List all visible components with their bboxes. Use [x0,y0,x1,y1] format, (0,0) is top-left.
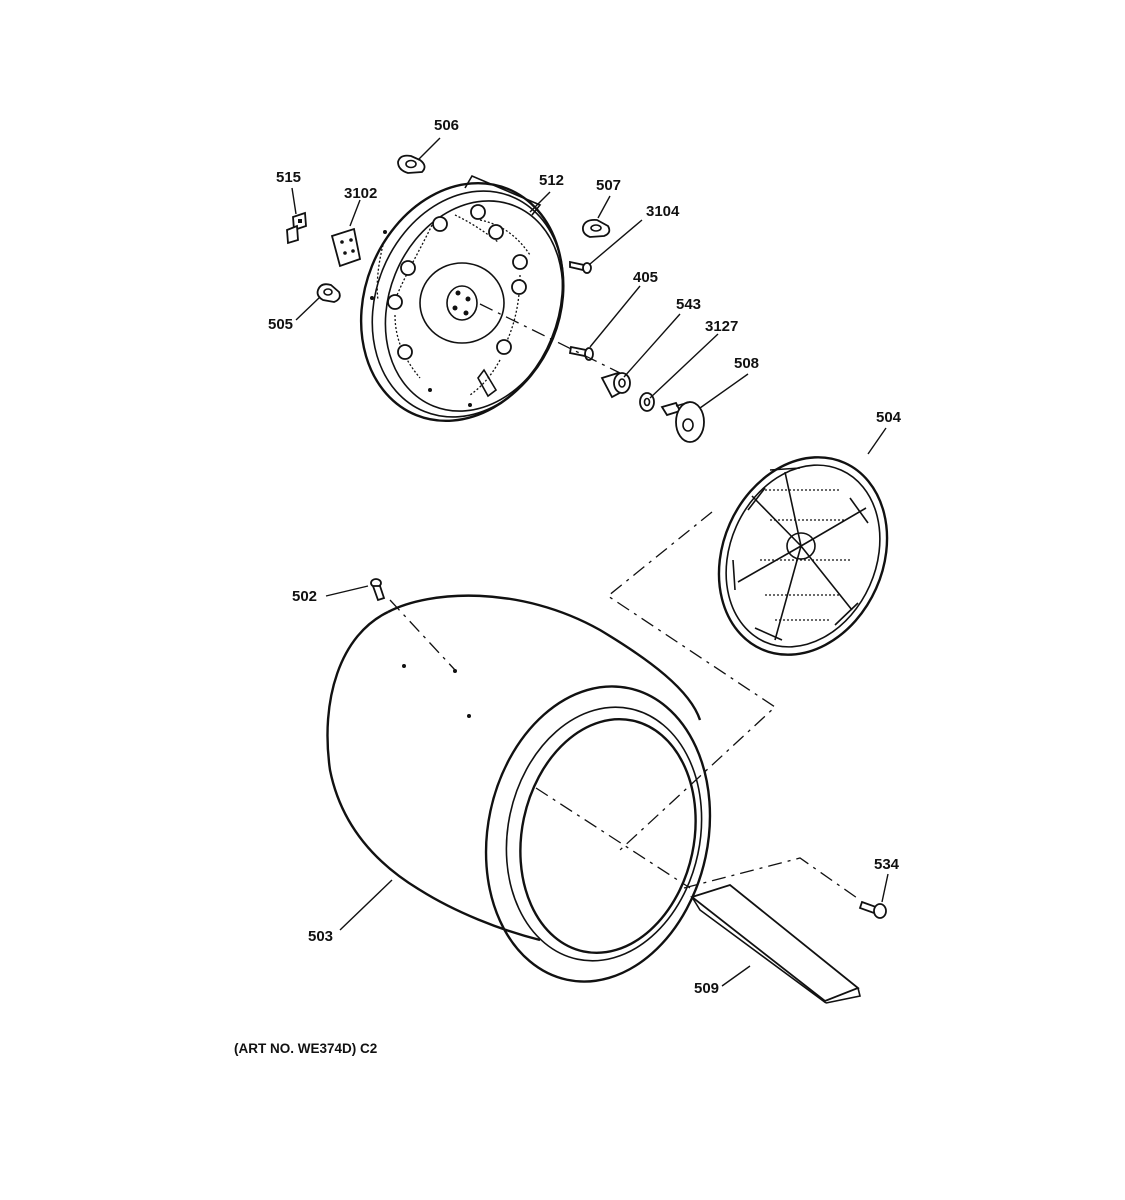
callout-3104: 3104 [646,203,680,220]
callout-506: 506 [434,117,459,134]
callout-507: 507 [596,177,621,194]
callout-405: 405 [633,269,658,286]
leader-lines [291,137,889,987]
part-509-baffle [690,883,861,1004]
callout-503: 503 [308,928,333,945]
part-534-screw [858,900,887,919]
part-543-bearing [600,371,631,399]
callout-534: 534 [874,856,900,873]
callout-543: 543 [676,296,701,313]
part-506-slide [397,154,426,174]
part-504-rear-drum-panel [717,456,889,656]
callout-3102: 3102 [344,185,377,202]
callout-512: 512 [539,172,564,189]
callout-3127: 3127 [705,318,738,335]
callout-502: 502 [292,588,317,605]
rear-bulkhead-part [359,174,565,423]
part-505-slide [316,283,341,303]
art-number-caption: (ART NO. WE374D) C2 [234,1041,377,1056]
callout-505: 505 [268,316,293,333]
assembly-lines [389,303,861,901]
part-515-clip [286,211,307,245]
callout-504: 504 [876,409,902,426]
part-502-screw [370,578,386,602]
part-507-slide [581,218,611,238]
part-3102-plate [330,227,362,268]
part-508-shaft [660,401,705,443]
callout-509: 509 [694,980,719,997]
part-503-drum [326,594,712,983]
callout-508: 508 [734,355,759,372]
callout-515: 515 [276,169,301,186]
part-3104-screw [569,260,592,274]
